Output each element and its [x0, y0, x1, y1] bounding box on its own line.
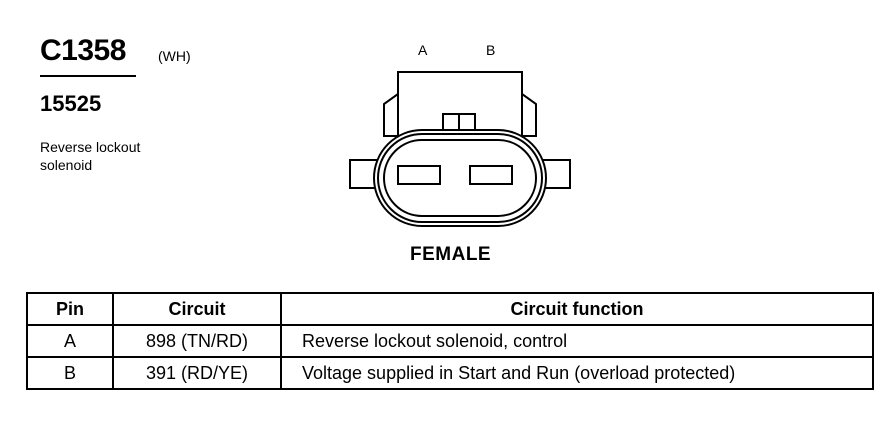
- connector-body-outer: [373, 129, 547, 227]
- connector-id-underline: [40, 75, 136, 77]
- connector-gender: FEMALE: [410, 244, 492, 265]
- latch-housing: [383, 71, 537, 137]
- cell-circuit-function: Voltage supplied in Start and Run (overl…: [280, 356, 874, 390]
- pin-cavity-b: [469, 165, 513, 185]
- header-pin: Pin: [26, 292, 114, 326]
- cell-circuit-function: Reverse lockout solenoid, control: [280, 324, 874, 358]
- connector-id: C1358: [40, 34, 126, 67]
- pin-table: Pin Circuit Circuit function A 898 (TN/R…: [26, 292, 874, 390]
- cell-pin: A: [26, 324, 114, 358]
- connector-body-ring: [377, 133, 543, 223]
- table-row: B 391 (RD/YE) Voltage supplied in Start …: [26, 356, 874, 390]
- table-row: A 898 (TN/RD) Reverse lockout solenoid, …: [26, 324, 874, 358]
- header-circuit-function: Circuit function: [280, 292, 874, 326]
- pin-table-header-row: Pin Circuit Circuit function: [26, 292, 874, 326]
- pin-label-b: B: [486, 42, 496, 58]
- cell-pin: B: [26, 356, 114, 390]
- connector-body-inner: [383, 139, 537, 217]
- pin-cavity-a: [397, 165, 441, 185]
- connector-description: Reverse lockout solenoid: [40, 139, 141, 173]
- cell-circuit: 898 (TN/RD): [112, 324, 282, 358]
- connector-color-code: (WH): [158, 48, 191, 64]
- header-circuit: Circuit: [112, 292, 282, 326]
- pin-label-a: A: [418, 42, 428, 58]
- part-number: 15525: [40, 91, 102, 116]
- cell-circuit: 391 (RD/YE): [112, 356, 282, 390]
- connector-face-diagram: [349, 71, 571, 227]
